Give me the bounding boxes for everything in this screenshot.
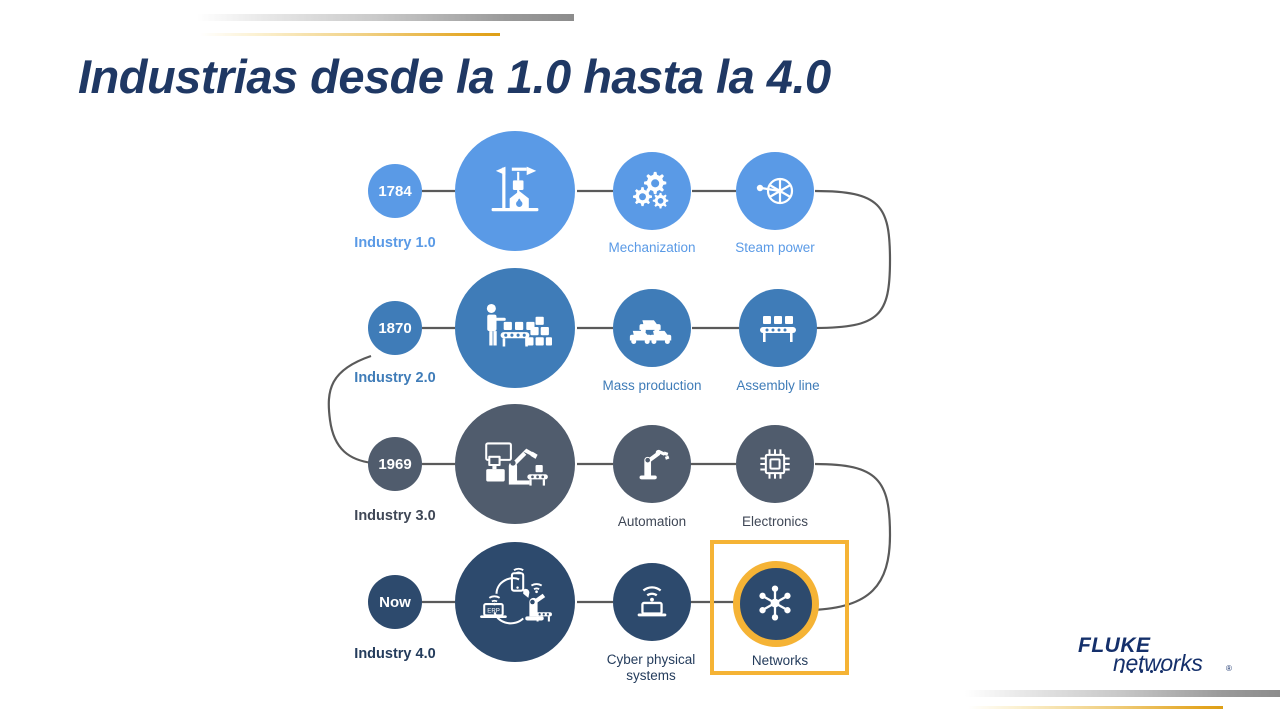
year-badge-1969[interactable]: 1969	[368, 437, 422, 491]
era-label-industry-2: Industry 2.0	[354, 370, 436, 386]
step-label-automation: Automation	[617, 514, 687, 529]
step-label-networks: Networks	[751, 653, 809, 668]
robot-production-line-icon	[485, 442, 548, 486]
main-icon-circle-industry-1[interactable]	[455, 131, 575, 251]
step-label-electronics: Electronics	[741, 514, 809, 529]
step-label-steam-power: Steam power	[735, 240, 815, 255]
step-label-cyber-physical-systems: Cyber physical systems	[606, 652, 696, 683]
networks-highlight-box	[710, 540, 849, 675]
page-title: Industrias desde la 1.0 hasta la 4.0	[78, 50, 831, 103]
conveyor-belt-icon	[760, 316, 796, 342]
step-icon-circle-cyber-physical-systems[interactable]	[613, 563, 691, 641]
top-gray-accent-bar	[197, 14, 574, 21]
cars-icon	[629, 320, 672, 344]
year-badge-1870[interactable]: 1870	[368, 301, 422, 355]
wifi-laptop-icon	[637, 586, 667, 617]
main-icon-circle-industry-3[interactable]	[455, 404, 575, 524]
era-label-industry-4: Industry 4.0	[354, 646, 436, 662]
step-icon-circle-electronics[interactable]	[736, 425, 814, 503]
microchip-icon	[760, 449, 790, 479]
flywheel-icon	[756, 177, 794, 205]
main-icon-circle-industry-2[interactable]	[455, 268, 575, 388]
logo-networks-text: networks	[1113, 650, 1203, 676]
step-icon-circle-steam-power[interactable]	[736, 152, 814, 230]
fluke-networks-logo: FLUKE networks ®	[1078, 634, 1238, 682]
bottom-gray-accent-bar	[965, 690, 1280, 697]
step-icon-circle-assembly-line[interactable]	[739, 289, 817, 367]
step-label-assembly-line: Assembly line	[736, 378, 820, 393]
svg-text:ERP: ERP	[487, 607, 500, 614]
robot-arm-icon	[639, 449, 670, 480]
gears-icon	[633, 171, 669, 209]
bottom-gold-accent-bar	[968, 706, 1223, 709]
steam-engine-icon	[491, 166, 539, 212]
logo-registered-mark: ®	[1226, 664, 1232, 673]
main-icon-circle-industry-4[interactable]: ERP	[455, 542, 575, 662]
step-icon-circle-automation[interactable]	[613, 425, 691, 503]
step-label-mass-production: Mass production	[602, 378, 702, 393]
logo-fluke-text: FLUKE	[1078, 634, 1151, 657]
year-badge-now[interactable]: Now	[368, 575, 422, 629]
networks-highlight-ring	[733, 561, 819, 647]
top-gold-accent-bar	[200, 33, 500, 36]
era-label-industry-3: Industry 3.0	[354, 508, 436, 524]
year-badge-1784[interactable]: 1784	[368, 164, 422, 218]
iot-erp-cloud-icon: ERP	[480, 567, 552, 625]
factory-worker-conveyor-icon	[486, 303, 552, 347]
era-label-industry-1: Industry 1.0	[354, 235, 436, 251]
logo-dots	[1120, 670, 1163, 673]
step-label-mechanization: Mechanization	[608, 240, 696, 255]
step-icon-circle-mechanization[interactable]	[613, 152, 691, 230]
step-icon-circle-mass-production[interactable]	[613, 289, 691, 367]
